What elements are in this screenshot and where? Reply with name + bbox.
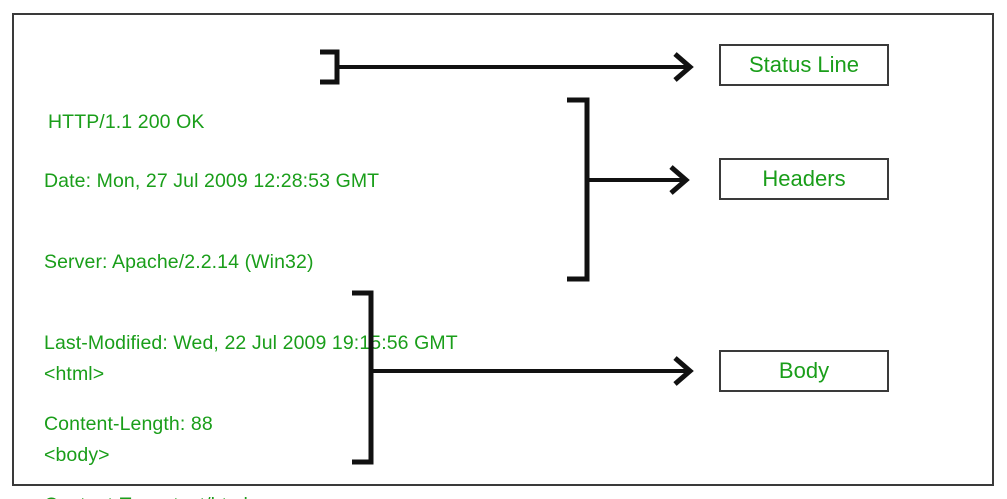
label-box-headers-text: Headers — [762, 166, 846, 191]
body-text-block: <html> <body> <h1>Hello, World!</h1> </b… — [44, 307, 252, 499]
label-box-body-text: Body — [778, 358, 830, 383]
status-line-text-block: HTTP/1.1 200 OK — [48, 55, 204, 190]
label-box-status-line-text: Status Line — [748, 52, 860, 77]
header-row-date: Date: Mon, 27 Jul 2009 12:28:53 GMT — [44, 170, 380, 192]
label-box-headers[interactable]: Headers — [719, 158, 889, 200]
header-row-content-type: Content-Type: text/html — [44, 492, 458, 499]
header-row-content-length: Content-Length: 88 — [44, 413, 213, 435]
status-line-row: HTTP/1.1 200 OK — [48, 111, 205, 133]
body-row-body-open: <body> — [44, 444, 110, 466]
header-row-server: Server: Apache/2.2.14 (Win32) — [44, 251, 314, 273]
body-row-html-open: <html> — [44, 363, 105, 385]
headers-text-block: Date: Mon, 27 Jul 2009 12:28:53 GMT Serv… — [44, 114, 458, 499]
diagram-outer-frame — [12, 13, 994, 486]
header-row-last-modified: Last-Modified: Wed, 22 Jul 2009 19:15:56… — [44, 332, 458, 354]
label-box-body[interactable]: Body — [719, 350, 889, 392]
label-box-status-line[interactable]: Status Line — [719, 44, 889, 86]
